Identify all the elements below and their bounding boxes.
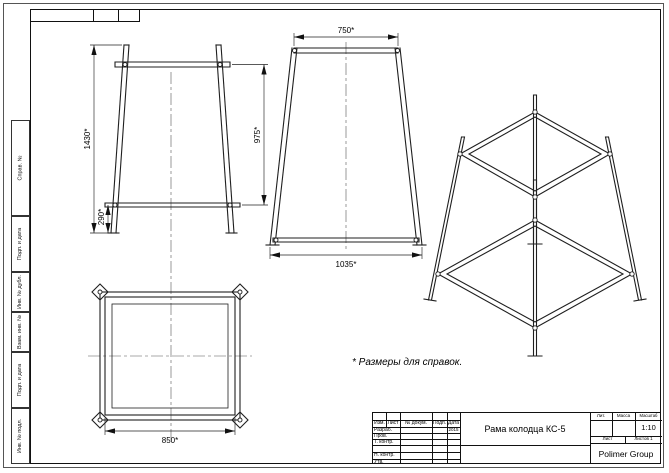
side-view-dimensions: 1430* 290* 975*: [83, 44, 268, 234]
dim-total-height: 1430*: [83, 129, 92, 150]
tb-date: 2015: [448, 427, 459, 432]
tb-lit-label: Лит.: [596, 413, 606, 419]
top-view: [91, 283, 249, 429]
top-view-dimensions: 850*: [104, 418, 236, 445]
tb-col-izm: Изм.: [374, 420, 385, 426]
tb-col-data: Дата: [447, 420, 460, 426]
tb-sheet-label: Лист: [602, 436, 613, 442]
drawing-frame: [30, 9, 661, 464]
tb-col-podp: Подп.: [432, 420, 447, 426]
tb-company: Polimer Group: [598, 448, 654, 459]
centerlines: [88, 42, 347, 440]
dim-plan-width: 850*: [162, 436, 178, 445]
dim-top-width: 750*: [338, 26, 354, 35]
front-view: [265, 47, 427, 246]
margin-box-inv-podl: Инв. № подл.: [11, 408, 30, 464]
margin-box-inv-dubl: Инв. № дубл.: [11, 272, 30, 312]
tb-row-utv: Утв.: [374, 459, 384, 465]
tb-doc-title: Рама колодца КС-5: [484, 423, 566, 434]
tb-scale-value: 1:10: [641, 423, 656, 433]
title-block: Изм. Лист № докум. Подп. Дата Разраб. Пр…: [372, 412, 662, 465]
tb-col-list: Лист: [387, 420, 399, 426]
tb-scale-label: Масштаб: [639, 413, 658, 419]
dim-ring-spacing: 975*: [253, 127, 262, 143]
tb-row-nkontr: Н. контр.: [374, 452, 395, 458]
tb-row-razrab: Разраб.: [374, 427, 393, 433]
tb-sheets-label: Листов 1: [634, 436, 653, 442]
dim-bottom-width: 1035*: [336, 260, 357, 269]
tb-col-doc: № докум.: [405, 420, 427, 426]
margin-box-podp-data-1: Подп. и дата: [11, 216, 30, 272]
margin-box-podp-data-2: Подп. и дата: [11, 352, 30, 408]
isometric-view: [423, 94, 647, 357]
margin-box-vzam-inv: Взам. инв. №: [11, 312, 30, 352]
side-view: [104, 44, 241, 234]
dim-bottom-height: 290*: [97, 209, 106, 225]
tb-mass-label: Масса: [616, 413, 631, 419]
tb-row-prov: Пров.: [374, 433, 388, 439]
front-view-dimensions: 750* 1035*: [269, 26, 423, 269]
top-left-reference-table: [30, 9, 140, 22]
margin-box-sprav: Справ. №: [11, 120, 30, 216]
tb-row-tkontr: Т. контр.: [374, 439, 394, 445]
reference-note: * Размеры для справок.: [352, 357, 463, 368]
sheet-outer-border: [3, 3, 664, 468]
